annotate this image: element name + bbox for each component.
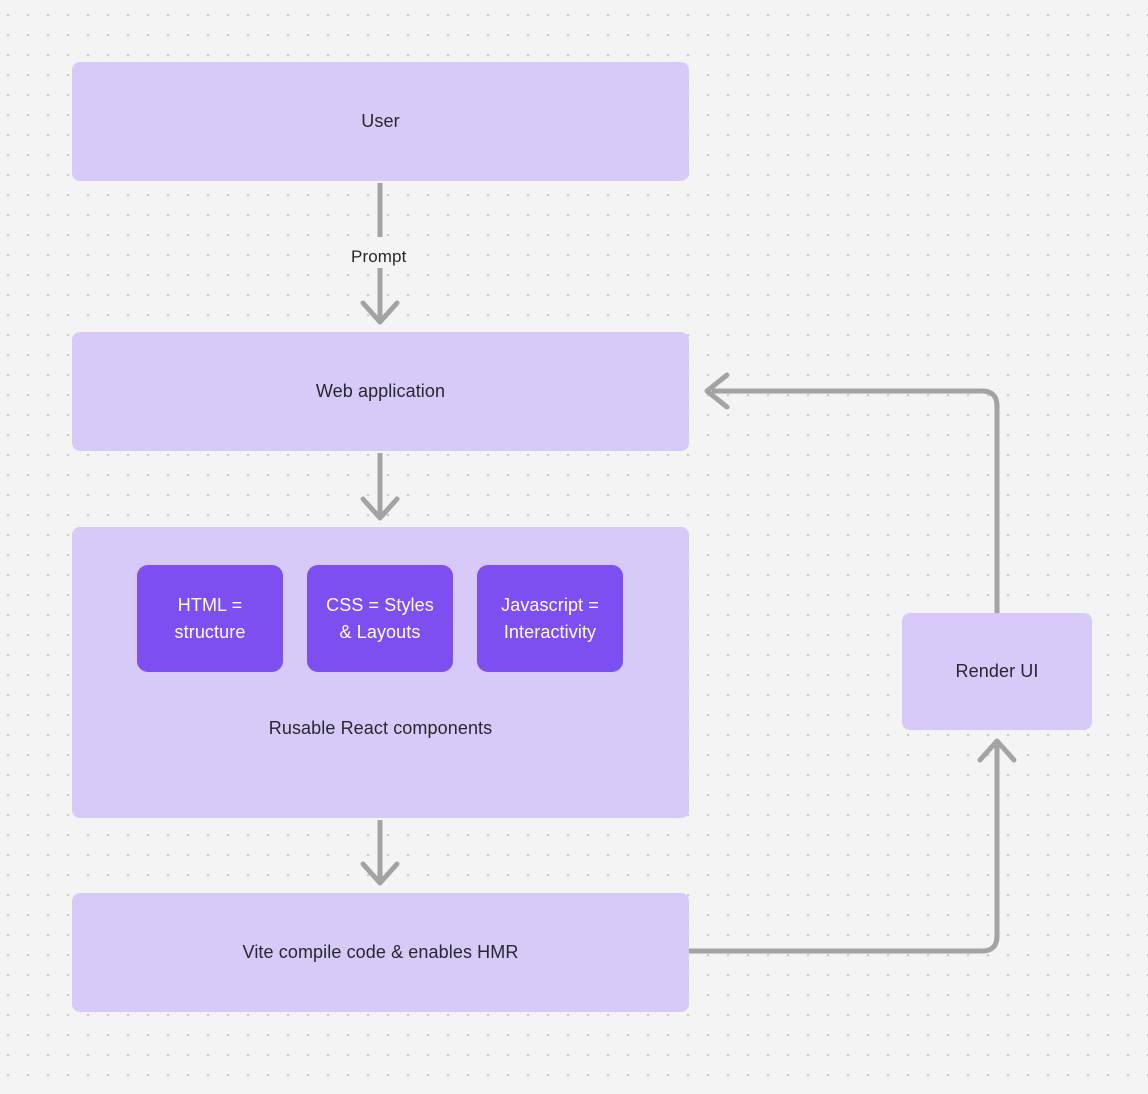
node-react-components-group[interactable]: HTML = structure CSS = Styles & Layouts … <box>72 527 689 818</box>
node-css[interactable]: CSS = Styles & Layouts <box>307 565 453 672</box>
node-react-components-caption: Rusable React components <box>268 718 493 738</box>
node-vite[interactable]: Vite compile code & enables HMR <box>72 893 689 1012</box>
node-css-line1: CSS = Styles <box>326 595 434 616</box>
node-javascript-line1: Javascript = <box>501 595 599 616</box>
node-vite-label: Vite compile code & enables HMR <box>242 942 519 963</box>
edge-webapp-to-group <box>360 453 400 521</box>
node-render-ui-label: Render UI <box>955 661 1039 682</box>
node-user[interactable]: User <box>72 62 689 181</box>
node-user-label: User <box>361 111 400 132</box>
node-css-line2: & Layouts <box>339 621 421 642</box>
node-html-line2: structure <box>174 621 246 642</box>
node-render-ui[interactable]: Render UI <box>902 613 1092 730</box>
node-javascript[interactable]: Javascript = Interactivity <box>477 565 623 672</box>
edge-render-to-webapp <box>704 372 1000 613</box>
edge-label-prompt: Prompt <box>344 246 414 268</box>
edge-group-to-vite <box>360 820 400 886</box>
node-javascript-line2: Interactivity <box>503 621 597 642</box>
node-web-application[interactable]: Web application <box>72 332 689 451</box>
node-html-line1: HTML = <box>177 595 243 616</box>
edge-vite-to-render <box>689 738 1017 954</box>
node-web-application-label: Web application <box>315 381 446 402</box>
node-html[interactable]: HTML = structure <box>137 565 283 672</box>
